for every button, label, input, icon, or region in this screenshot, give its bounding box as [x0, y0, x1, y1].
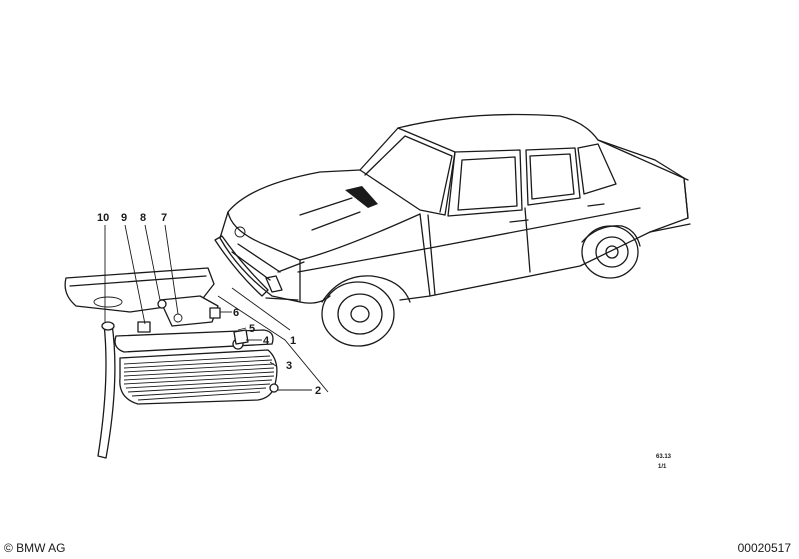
sheet-number: 1/1 — [658, 464, 667, 470]
callout-4: 4 — [263, 335, 270, 347]
exploded-parts — [64, 267, 279, 459]
callout-3: 3 — [286, 360, 292, 372]
group-code: 63.13 — [656, 454, 672, 460]
copyright-notice: © BMW AG — [4, 541, 66, 555]
diagram-number: 00020517 — [737, 541, 791, 555]
callout-2: 2 — [315, 385, 321, 397]
callout-9: 9 — [121, 212, 127, 224]
car-illustration — [214, 113, 691, 347]
callout-labels: 10 9 8 7 6 5 4 1 3 2 — [97, 212, 321, 397]
callout-7: 7 — [161, 212, 167, 224]
callout-6: 6 — [233, 307, 239, 319]
callout-1: 1 — [290, 335, 296, 347]
callout-5: 5 — [249, 323, 255, 335]
callout-10: 10 — [97, 212, 109, 224]
leader-lines — [104, 224, 329, 393]
callout-8: 8 — [140, 212, 146, 224]
